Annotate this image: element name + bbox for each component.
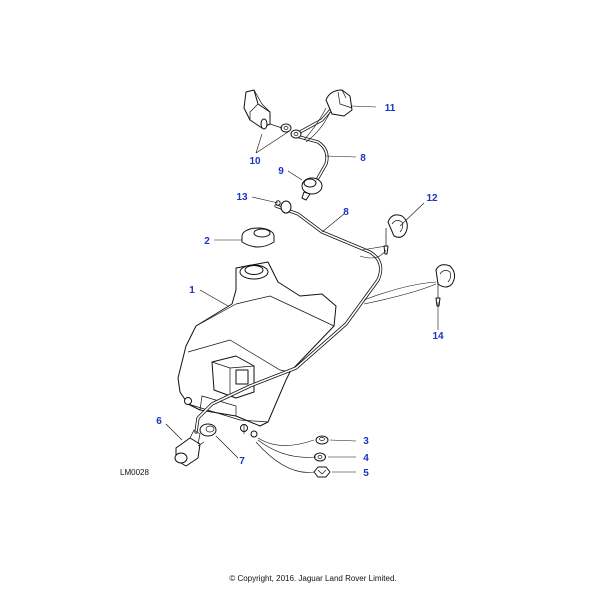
washer-jet[interactable]	[325, 89, 353, 117]
callout-13[interactable]: 13	[236, 192, 248, 203]
fixing-washer[interactable]	[314, 452, 326, 462]
pump-grommet[interactable]	[199, 423, 217, 437]
callout-7[interactable]: 7	[239, 456, 245, 467]
callout-labels: 1 2 3 4 5 6 7 8 8 9 10 11 12 13 14	[156, 103, 444, 479]
hose-clip-upper[interactable]	[383, 214, 408, 255]
washer-hose-upper[interactable]	[294, 102, 338, 180]
callout-5[interactable]: 5	[363, 468, 369, 479]
callout-4[interactable]: 4	[363, 453, 369, 464]
callout-11[interactable]: 11	[385, 103, 396, 114]
washer-pump[interactable]	[174, 429, 205, 467]
callout-14[interactable]: 14	[432, 331, 444, 342]
callout-3[interactable]: 3	[363, 436, 369, 447]
washer-pair[interactable]	[269, 123, 302, 139]
fixing-nut[interactable]	[313, 466, 331, 478]
callout-1[interactable]: 1	[189, 285, 195, 296]
washer-hose-lower[interactable]	[194, 204, 383, 434]
callout-9[interactable]: 9	[278, 166, 284, 177]
hose-clip-lower[interactable]	[435, 264, 456, 307]
callout-12[interactable]: 12	[426, 193, 438, 204]
non-return-valve[interactable]	[301, 177, 323, 201]
callout-8-lower[interactable]: 8	[343, 207, 349, 218]
callout-2[interactable]: 2	[204, 236, 210, 247]
leader-lines	[165, 105, 439, 473]
jet-bracket[interactable]	[243, 89, 271, 130]
hose-connector[interactable]	[275, 200, 292, 214]
callout-6[interactable]: 6	[156, 416, 162, 427]
copyright-notice: © Copyright, 2016. Jaguar Land Rover Lim…	[229, 574, 396, 583]
fixing-grommet[interactable]	[315, 435, 329, 445]
callout-10[interactable]: 10	[249, 156, 261, 167]
washer-reservoir[interactable]	[177, 261, 337, 438]
diagram-reference-code: LM0028	[120, 468, 149, 477]
callout-8-upper[interactable]: 8	[360, 153, 366, 164]
filler-cap[interactable]	[241, 227, 275, 248]
